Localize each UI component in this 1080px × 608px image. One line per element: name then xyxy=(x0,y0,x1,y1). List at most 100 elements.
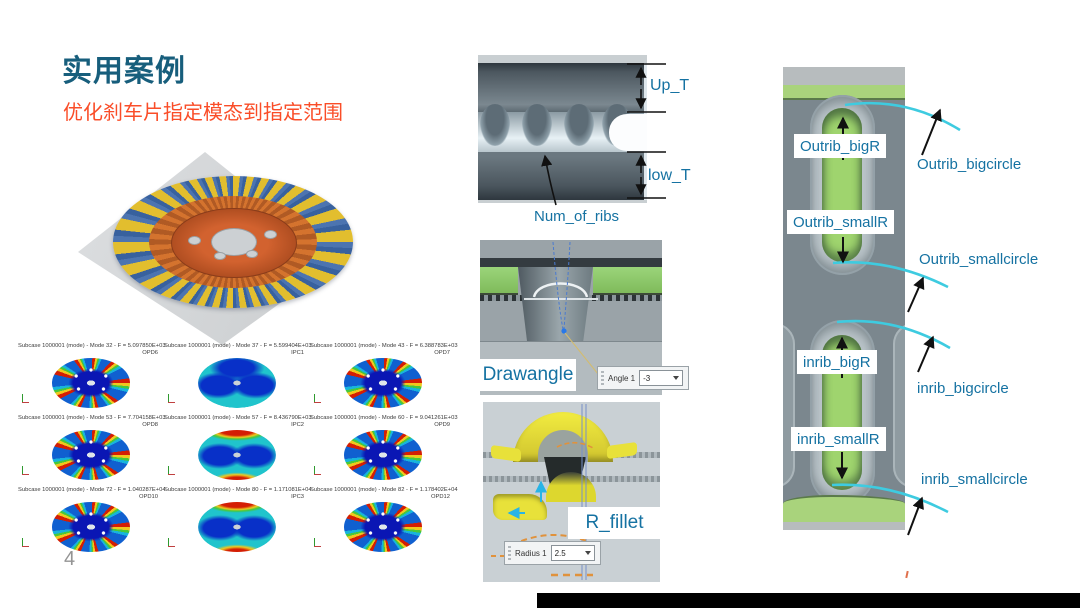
bolt-hole xyxy=(246,250,258,258)
modal-results-grid: Subcase 1000001 (mode) - Mode 32 - F = 5… xyxy=(18,340,458,556)
center-boss xyxy=(518,267,593,341)
upper-slab xyxy=(478,63,647,112)
modal-result-label: Subcase 1000001 (mode) - Mode 82 - F = 1… xyxy=(310,484,458,501)
modal-label-tag: OPD8 xyxy=(142,422,158,429)
up-t-label: Up_T xyxy=(650,77,690,94)
inrib-bigr-label: inrib_bigR xyxy=(797,350,877,374)
inrib-bigcircle-label: inrib_bigcircle xyxy=(917,380,1009,397)
drawangle-label: Drawangle xyxy=(480,359,576,391)
low-t-label: low_T xyxy=(648,167,691,184)
modal-contour-plot xyxy=(198,430,276,481)
footer-bar xyxy=(537,593,1080,608)
modal-label-text: Subcase 1000001 (mode) - Mode 53 - F = 7… xyxy=(18,415,166,421)
modal-contour-plot xyxy=(198,502,276,553)
outrib-bigr-label: Outrib_bigR xyxy=(794,134,887,158)
green-band-bottom xyxy=(783,495,905,524)
bolt-hole xyxy=(188,236,201,245)
radius-value: 2.5 xyxy=(554,548,566,558)
drawangle-figure: Drawangle Angle 1 -3 xyxy=(480,240,690,398)
radius-parameter-control[interactable]: Radius 1 2.5 xyxy=(504,541,601,565)
rib-gap xyxy=(564,104,594,146)
modal-result-cell: Subcase 1000001 (mode) - Mode 37 - F = 5… xyxy=(164,340,312,412)
section-view-figure: Up_T low_T Num_of_ribs xyxy=(478,55,708,230)
modal-contour-plot xyxy=(344,430,422,481)
page-title: 实用案例 xyxy=(62,55,186,88)
rib-gap xyxy=(480,104,510,146)
axis-triad-icon xyxy=(314,536,323,547)
modal-label-text: Subcase 1000001 (mode) - Mode 60 - F = 9… xyxy=(310,415,458,421)
modal-result-cell: Subcase 1000001 (mode) - Mode 80 - F = 1… xyxy=(164,484,312,556)
modal-result-label: Subcase 1000001 (mode) - Mode 72 - F = 1… xyxy=(18,484,166,501)
modal-result-cell: Subcase 1000001 (mode) - Mode 60 - F = 9… xyxy=(310,412,458,484)
modal-label-text: Subcase 1000001 (mode) - Mode 82 - F = 1… xyxy=(310,487,458,493)
outrib-smallcircle-label: Outrib_smallcircle xyxy=(919,251,1039,268)
inrib-smallcircle-label: inrib_smallcircle xyxy=(921,471,1028,488)
axis-triad-icon xyxy=(168,464,177,475)
bottom-strip xyxy=(783,522,905,530)
modal-contour-plot xyxy=(52,502,130,553)
modal-result-label: Subcase 1000001 (mode) - Mode 37 - F = 5… xyxy=(164,340,312,357)
modal-result-label: Subcase 1000001 (mode) - Mode 60 - F = 9… xyxy=(310,412,458,429)
modal-label-tag: OPD9 xyxy=(434,422,450,429)
green-pad-right xyxy=(593,267,662,295)
angle-param-name: Angle 1 xyxy=(608,373,636,383)
dropdown-arrow-icon[interactable] xyxy=(673,376,680,380)
num-of-ribs-label: Num_of_ribs xyxy=(534,208,620,225)
modal-label-text: Subcase 1000001 (mode) - Mode 32 - F = 5… xyxy=(18,343,166,349)
angle-parameter-control[interactable]: Angle 1 -3 xyxy=(597,366,690,390)
modal-result-cell: Subcase 1000001 (mode) - Mode 82 - F = 1… xyxy=(310,484,458,556)
bolt-hole xyxy=(214,252,226,260)
axis-triad-icon xyxy=(314,392,323,403)
page-number: 4 xyxy=(64,548,76,570)
modal-label-tag: IPC3 xyxy=(291,494,304,501)
modal-result-label: Subcase 1000001 (mode) - Mode 53 - F = 7… xyxy=(18,412,166,429)
modal-contour-plot xyxy=(52,430,130,481)
bolt-hole xyxy=(264,230,277,239)
modal-label-text: Subcase 1000001 (mode) - Mode 43 - F = 6… xyxy=(310,343,458,349)
yellow-flange xyxy=(493,494,547,520)
modal-label-text: Subcase 1000001 (mode) - Mode 57 - F = 8… xyxy=(164,415,312,421)
axis-triad-icon xyxy=(22,464,31,475)
modal-contour-plot xyxy=(344,358,422,409)
modal-contour-plot xyxy=(344,502,422,553)
rib-gap xyxy=(522,104,552,146)
axis-triad-icon xyxy=(168,536,177,547)
modal-contour-plot xyxy=(198,358,276,409)
modal-label-tag: OPD10 xyxy=(138,494,158,501)
modal-label-tag: OPD12 xyxy=(430,494,450,501)
section-view-image xyxy=(478,55,647,203)
outrib-bigcircle-label: Outrib_bigcircle xyxy=(917,156,1022,173)
axis-triad-icon xyxy=(22,536,31,547)
angle-value-dropdown[interactable]: -3 xyxy=(639,370,684,386)
modal-label-text: Subcase 1000001 (mode) - Mode 72 - F = 1… xyxy=(18,487,166,493)
rib-arrow-annotations xyxy=(831,101,961,536)
modal-label-tag: OPD6 xyxy=(142,350,158,357)
radius-param-name: Radius 1 xyxy=(515,548,547,558)
modal-result-label: Subcase 1000001 (mode) - Mode 57 - F = 8… xyxy=(164,412,312,429)
lower-slab xyxy=(478,152,647,200)
modal-label-text: Subcase 1000001 (mode) - Mode 80 - F = 1… xyxy=(164,487,312,493)
top-strip xyxy=(783,67,905,85)
outrib-smallr-label: Outrib_smallR xyxy=(787,210,895,234)
modal-label-tag: OPD7 xyxy=(434,350,450,357)
axis-triad-icon xyxy=(168,392,177,403)
side-rib-partial xyxy=(893,323,905,488)
dropdown-arrow-icon[interactable] xyxy=(584,551,591,555)
axis-triad-icon xyxy=(314,464,323,475)
green-pad-left xyxy=(480,267,518,295)
modal-result-cell: Subcase 1000001 (mode) - Mode 53 - F = 7… xyxy=(18,412,166,484)
angle-value: -3 xyxy=(643,373,651,383)
axis-triad-icon xyxy=(22,392,31,403)
hub-notch xyxy=(609,114,647,151)
modal-result-label: Subcase 1000001 (mode) - Mode 80 - F = 1… xyxy=(164,484,312,501)
modal-result-cell: Subcase 1000001 (mode) - Mode 72 - F = 1… xyxy=(18,484,166,556)
modal-result-cell: Subcase 1000001 (mode) - Mode 43 - F = 6… xyxy=(310,340,458,412)
modal-contour-plot xyxy=(52,358,130,409)
rfillet-figure: R_fillet Radius 1 2.5 xyxy=(483,402,675,588)
drawangle-wireframe xyxy=(524,241,603,380)
inrib-smallr-label: inrib_smallR xyxy=(791,427,886,451)
rib-annotation-panel: Outrib_bigR Outrib_smallR inrib_bigR inr… xyxy=(770,60,1080,595)
modal-result-cell: Subcase 1000001 (mode) - Mode 32 - F = 5… xyxy=(18,340,166,412)
radius-value-dropdown[interactable]: 2.5 xyxy=(550,545,595,561)
